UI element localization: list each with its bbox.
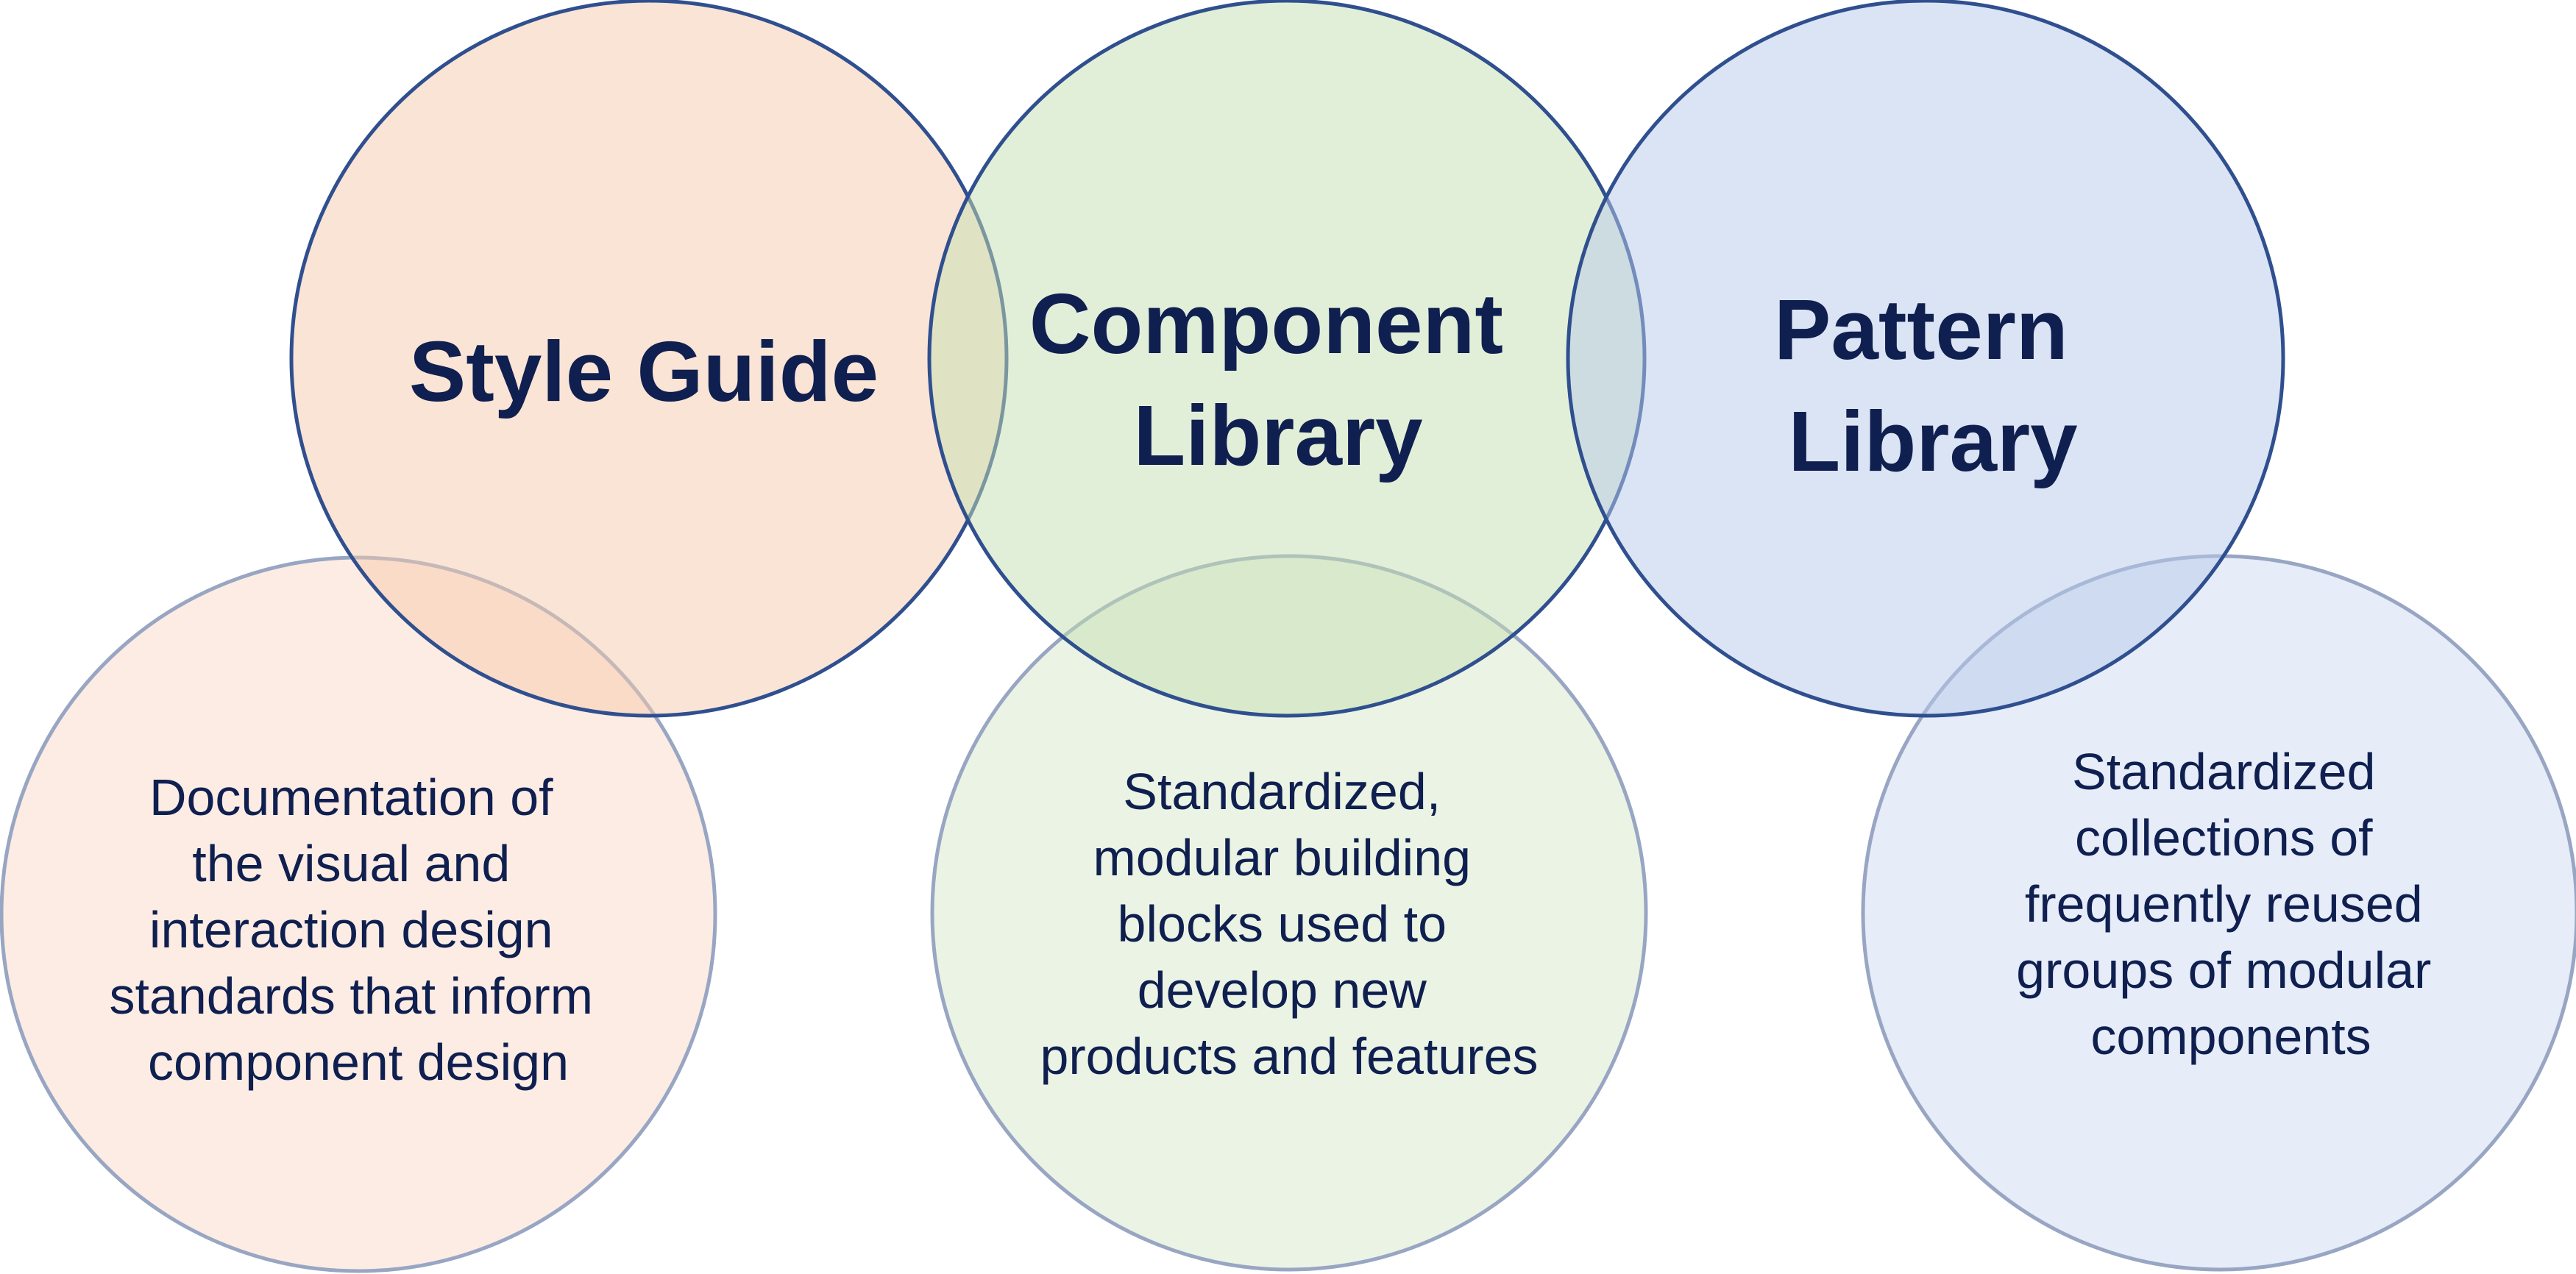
pattern-library-description-line-2: collections of	[2075, 809, 2373, 866]
component-library-title-line-1: Component	[1029, 276, 1503, 371]
style-guide-title: Style Guide	[409, 324, 879, 419]
pattern-library-title-line-1: Pattern	[1774, 282, 2068, 377]
component-library-description-line-2: modular building	[1093, 829, 1471, 886]
component-library-title-line-2: Library	[1133, 388, 1422, 483]
component-library-description-line-4: develop new	[1138, 961, 1427, 1019]
style-guide-description-line-4: standards that inform	[109, 967, 593, 1025]
pattern-library-description-line-1: Standardized	[2072, 743, 2376, 800]
pattern-library-title: Pattern Library	[1774, 282, 2092, 489]
style-guide-description-line-2: the visual and	[192, 835, 510, 892]
component-library-description-line-5: products and features	[1040, 1028, 1538, 1085]
component-library-title: Component Library	[1029, 276, 1527, 483]
style-guide-description-line-1: Documentation of	[149, 769, 553, 826]
pattern-library-description: Standardized collections of frequently r…	[2016, 743, 2446, 1065]
pattern-library-description-line-4: groups of modular	[2016, 942, 2431, 999]
pattern-library-description-line-3: frequently reused	[2025, 875, 2423, 933]
component-library-description-line-3: blocks used to	[1118, 895, 1447, 953]
style-guide-description-line-5: component design	[148, 1033, 569, 1091]
pattern-library-description-line-5: components	[2090, 1008, 2371, 1065]
component-library-description-line-1: Standardized,	[1123, 763, 1441, 820]
pattern-library-circle	[1566, 0, 2285, 718]
style-guide-title-line: Style Guide	[409, 324, 879, 419]
style-guide-description-line-3: interaction design	[149, 901, 553, 958]
style-guide-description: Documentation of the visual and interact…	[109, 769, 607, 1091]
pattern-library-title-line-2: Library	[1788, 394, 2077, 489]
component-library-description: Standardized, modular building blocks us…	[1040, 763, 1538, 1085]
